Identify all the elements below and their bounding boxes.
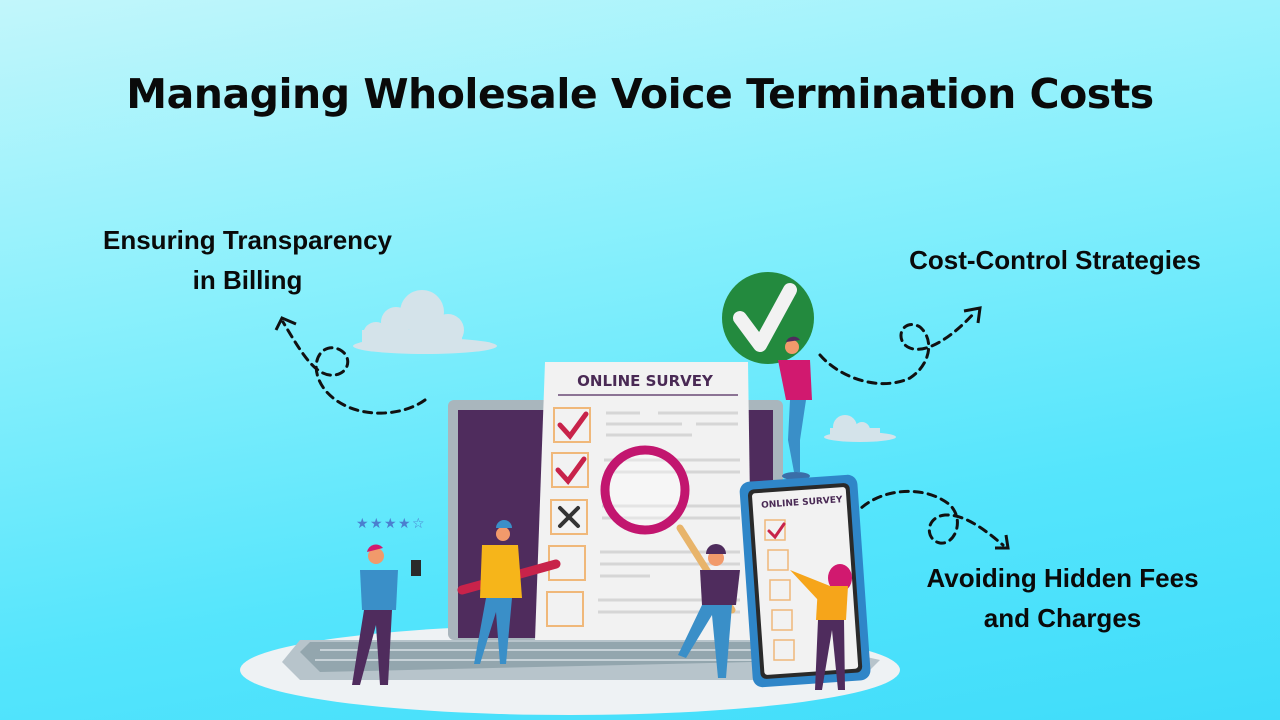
dashed-arrow-icon (844, 489, 1005, 547)
cloud-icon (353, 290, 497, 354)
person-figure (790, 564, 852, 690)
arrow-head-icon (963, 306, 982, 324)
person-figure (678, 544, 740, 678)
callout-line: Ensuring Transparency (103, 225, 392, 255)
arrow-head-icon (995, 534, 1010, 550)
callout-line: Avoiding Hidden Fees (926, 563, 1199, 593)
approved-check-badge-icon (722, 272, 814, 364)
dashed-arrow-icon (281, 320, 427, 415)
cross-icon (558, 506, 580, 528)
magnifier-icon (600, 445, 736, 614)
callout-line: Cost-Control Strategies (909, 245, 1201, 275)
star-filled-icon: ★ (384, 516, 397, 532)
callout-transparency-billing: Ensuring Transparency in Billing (70, 220, 425, 300)
survey-heading: ONLINE SURVEY (577, 372, 714, 390)
callout-line: and Charges (983, 603, 1142, 633)
star-filled-icon: ★ (398, 516, 411, 532)
rating-stars: ★ ★ ★ ★ ☆ (356, 516, 425, 532)
page-title: Managing Wholesale Voice Termination Cos… (126, 70, 1154, 118)
person-figure (352, 544, 421, 685)
star-empty-icon: ☆ (412, 516, 425, 532)
check-icon (555, 456, 587, 485)
star-filled-icon: ★ (370, 516, 383, 532)
cloud-icon (824, 415, 896, 442)
callout-cost-control: Cost-Control Strategies (880, 240, 1230, 280)
check-icon (767, 522, 786, 540)
dashed-arrow-icon (818, 310, 977, 386)
arrow-head-icon (274, 316, 297, 331)
callout-hidden-fees: Avoiding Hidden Fees and Charges (890, 558, 1235, 638)
callout-line: in Billing (192, 265, 303, 295)
person-figure (457, 520, 561, 664)
check-icon (557, 411, 589, 440)
star-filled-icon: ★ (356, 516, 369, 532)
